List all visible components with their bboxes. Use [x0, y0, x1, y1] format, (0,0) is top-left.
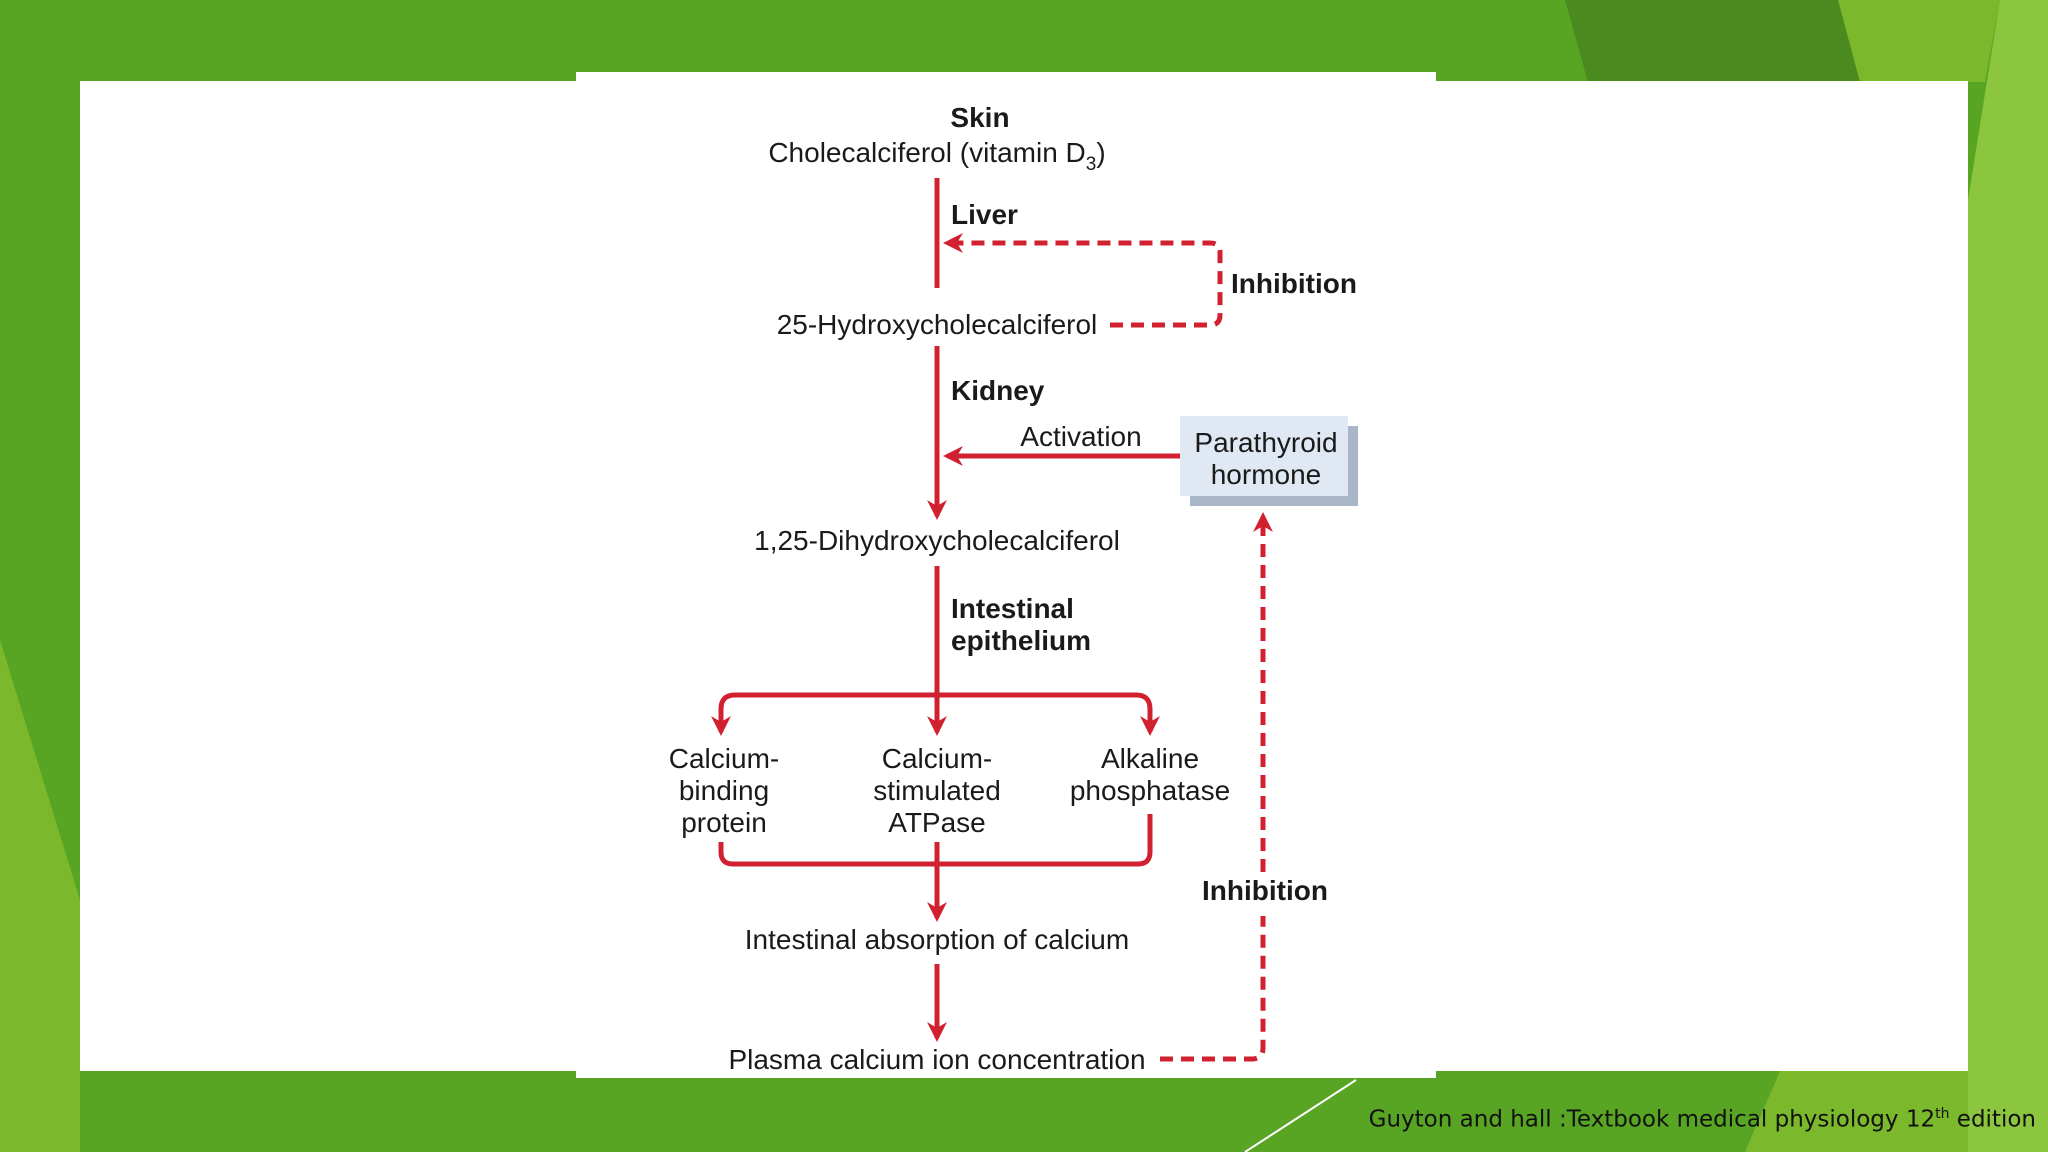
branch-right [937, 692, 1160, 736]
calcium-binding-protein-line2: binding [679, 775, 769, 806]
branch-left [711, 692, 937, 736]
pth-label-line1: Parathyroid [1194, 427, 1337, 458]
decor-shape-right [1968, 0, 2048, 1152]
hydroxycholecalciferol-label: 25-Hydroxycholecalciferol [777, 309, 1098, 340]
inhibition-feedback-bottom [1160, 916, 1266, 1062]
citation-prefix: Guyton and hall :Textbook medical physio… [1368, 1106, 1936, 1133]
atpase-line3: ATPase [888, 807, 986, 838]
alkaline-phosphatase-line2: phosphatase [1070, 775, 1230, 806]
dihydroxycholecalciferol-label: 1,25-Dihydroxycholecalciferol [754, 525, 1120, 556]
decor-line [1244, 1079, 1357, 1152]
inhibition-feedback-top [943, 233, 1223, 328]
liver-label: Liver [951, 199, 1018, 230]
decor-shape-left [0, 640, 80, 1152]
atpase-line2: stimulated [873, 775, 1001, 806]
pth-label-line2: hormone [1211, 459, 1322, 490]
intestinal-label-line1: Intestinal [951, 593, 1074, 624]
atpase-line1: Calcium- [882, 743, 992, 774]
citation-text: Guyton and hall :Textbook medical physio… [1369, 1106, 2036, 1133]
inhibition-top-label: Inhibition [1231, 268, 1357, 299]
citation-suffix: edition [1949, 1106, 2036, 1133]
calcium-binding-protein-line1: Calcium- [669, 743, 779, 774]
pth-box [1180, 416, 1348, 496]
diagram-image-panel [576, 72, 1436, 1078]
citation-superscript: th [1935, 1106, 1950, 1122]
plasma-calcium-label: Plasma calcium ion concentration [728, 1044, 1145, 1075]
decor-shape-top-dark [1565, 0, 1860, 82]
intestinal-label-line2: epithelium [951, 625, 1091, 656]
activation-label: Activation [1020, 421, 1141, 452]
inhibition-bottom-label: Inhibition [1202, 875, 1328, 906]
calcium-binding-protein-line3: protein [681, 807, 767, 838]
decor-shape-top-light [1838, 0, 2000, 82]
intestinal-absorption-label: Intestinal absorption of calcium [745, 924, 1129, 955]
kidney-label: Kidney [951, 375, 1045, 406]
skin-label: Skin [950, 102, 1009, 133]
cholecalciferol-label: Cholecalciferol (vitamin D3) [768, 137, 1105, 175]
alkaline-phosphatase-line1: Alkaline [1101, 743, 1199, 774]
decor-shape-bottom-right [1745, 1071, 1968, 1152]
